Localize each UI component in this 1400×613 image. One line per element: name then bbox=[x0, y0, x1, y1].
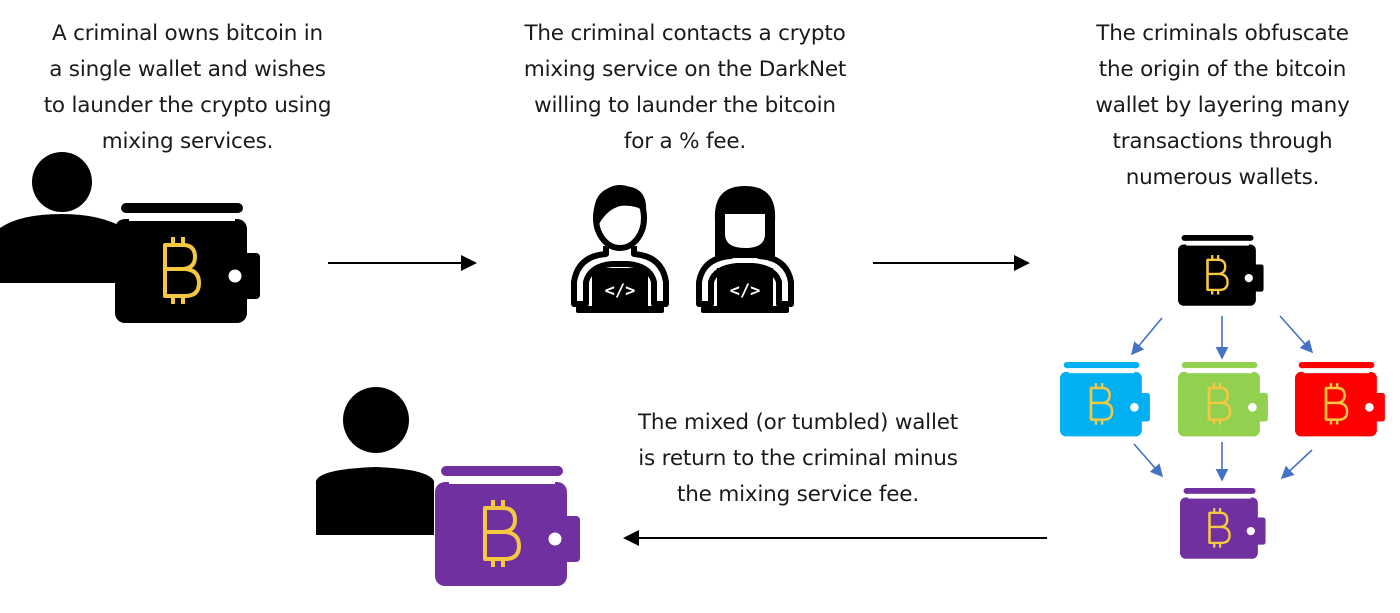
bitcoin-wallet-icon bbox=[115, 203, 260, 323]
layer-wallet-blue-icon bbox=[1060, 362, 1150, 437]
flow-arrow-step2-to-step3 bbox=[870, 253, 1040, 273]
layer-wallet-red-icon bbox=[1295, 362, 1385, 437]
step-3-caption: The criminals obfuscate the origin of th… bbox=[1095, 21, 1350, 190]
step-1-caption: A criminal owns bitcoin in a single wall… bbox=[43, 21, 332, 154]
person-icon bbox=[0, 152, 124, 283]
source-wallet-icon bbox=[1178, 235, 1264, 306]
code-glyph: </> bbox=[730, 281, 761, 301]
step-4-criminal-group bbox=[310, 385, 590, 595]
mixed-wallet-purple-icon bbox=[1180, 488, 1266, 559]
flow-arrow-step1-to-step2 bbox=[325, 253, 485, 273]
flow-arrow-step3-to-step4 bbox=[615, 528, 1055, 548]
step-1-criminal-group bbox=[0, 150, 270, 330]
layer-wallet-green-icon bbox=[1178, 362, 1268, 437]
step-4-caption: The mixed (or tumbled) wallet is return … bbox=[637, 410, 958, 507]
person-icon bbox=[316, 387, 434, 535]
male-coder-icon: </> bbox=[571, 185, 669, 313]
code-glyph: </> bbox=[605, 281, 636, 301]
bitcoin-wallet-icon bbox=[435, 466, 580, 586]
step-2-caption: The criminal contacts a crypto mixing se… bbox=[523, 21, 847, 154]
female-coder-icon: </> bbox=[696, 186, 794, 313]
step-3-layering-group bbox=[1050, 230, 1400, 570]
layering-arrows bbox=[1130, 315, 1314, 482]
step-2-mixing-service-group: </> </> bbox=[560, 182, 810, 317]
